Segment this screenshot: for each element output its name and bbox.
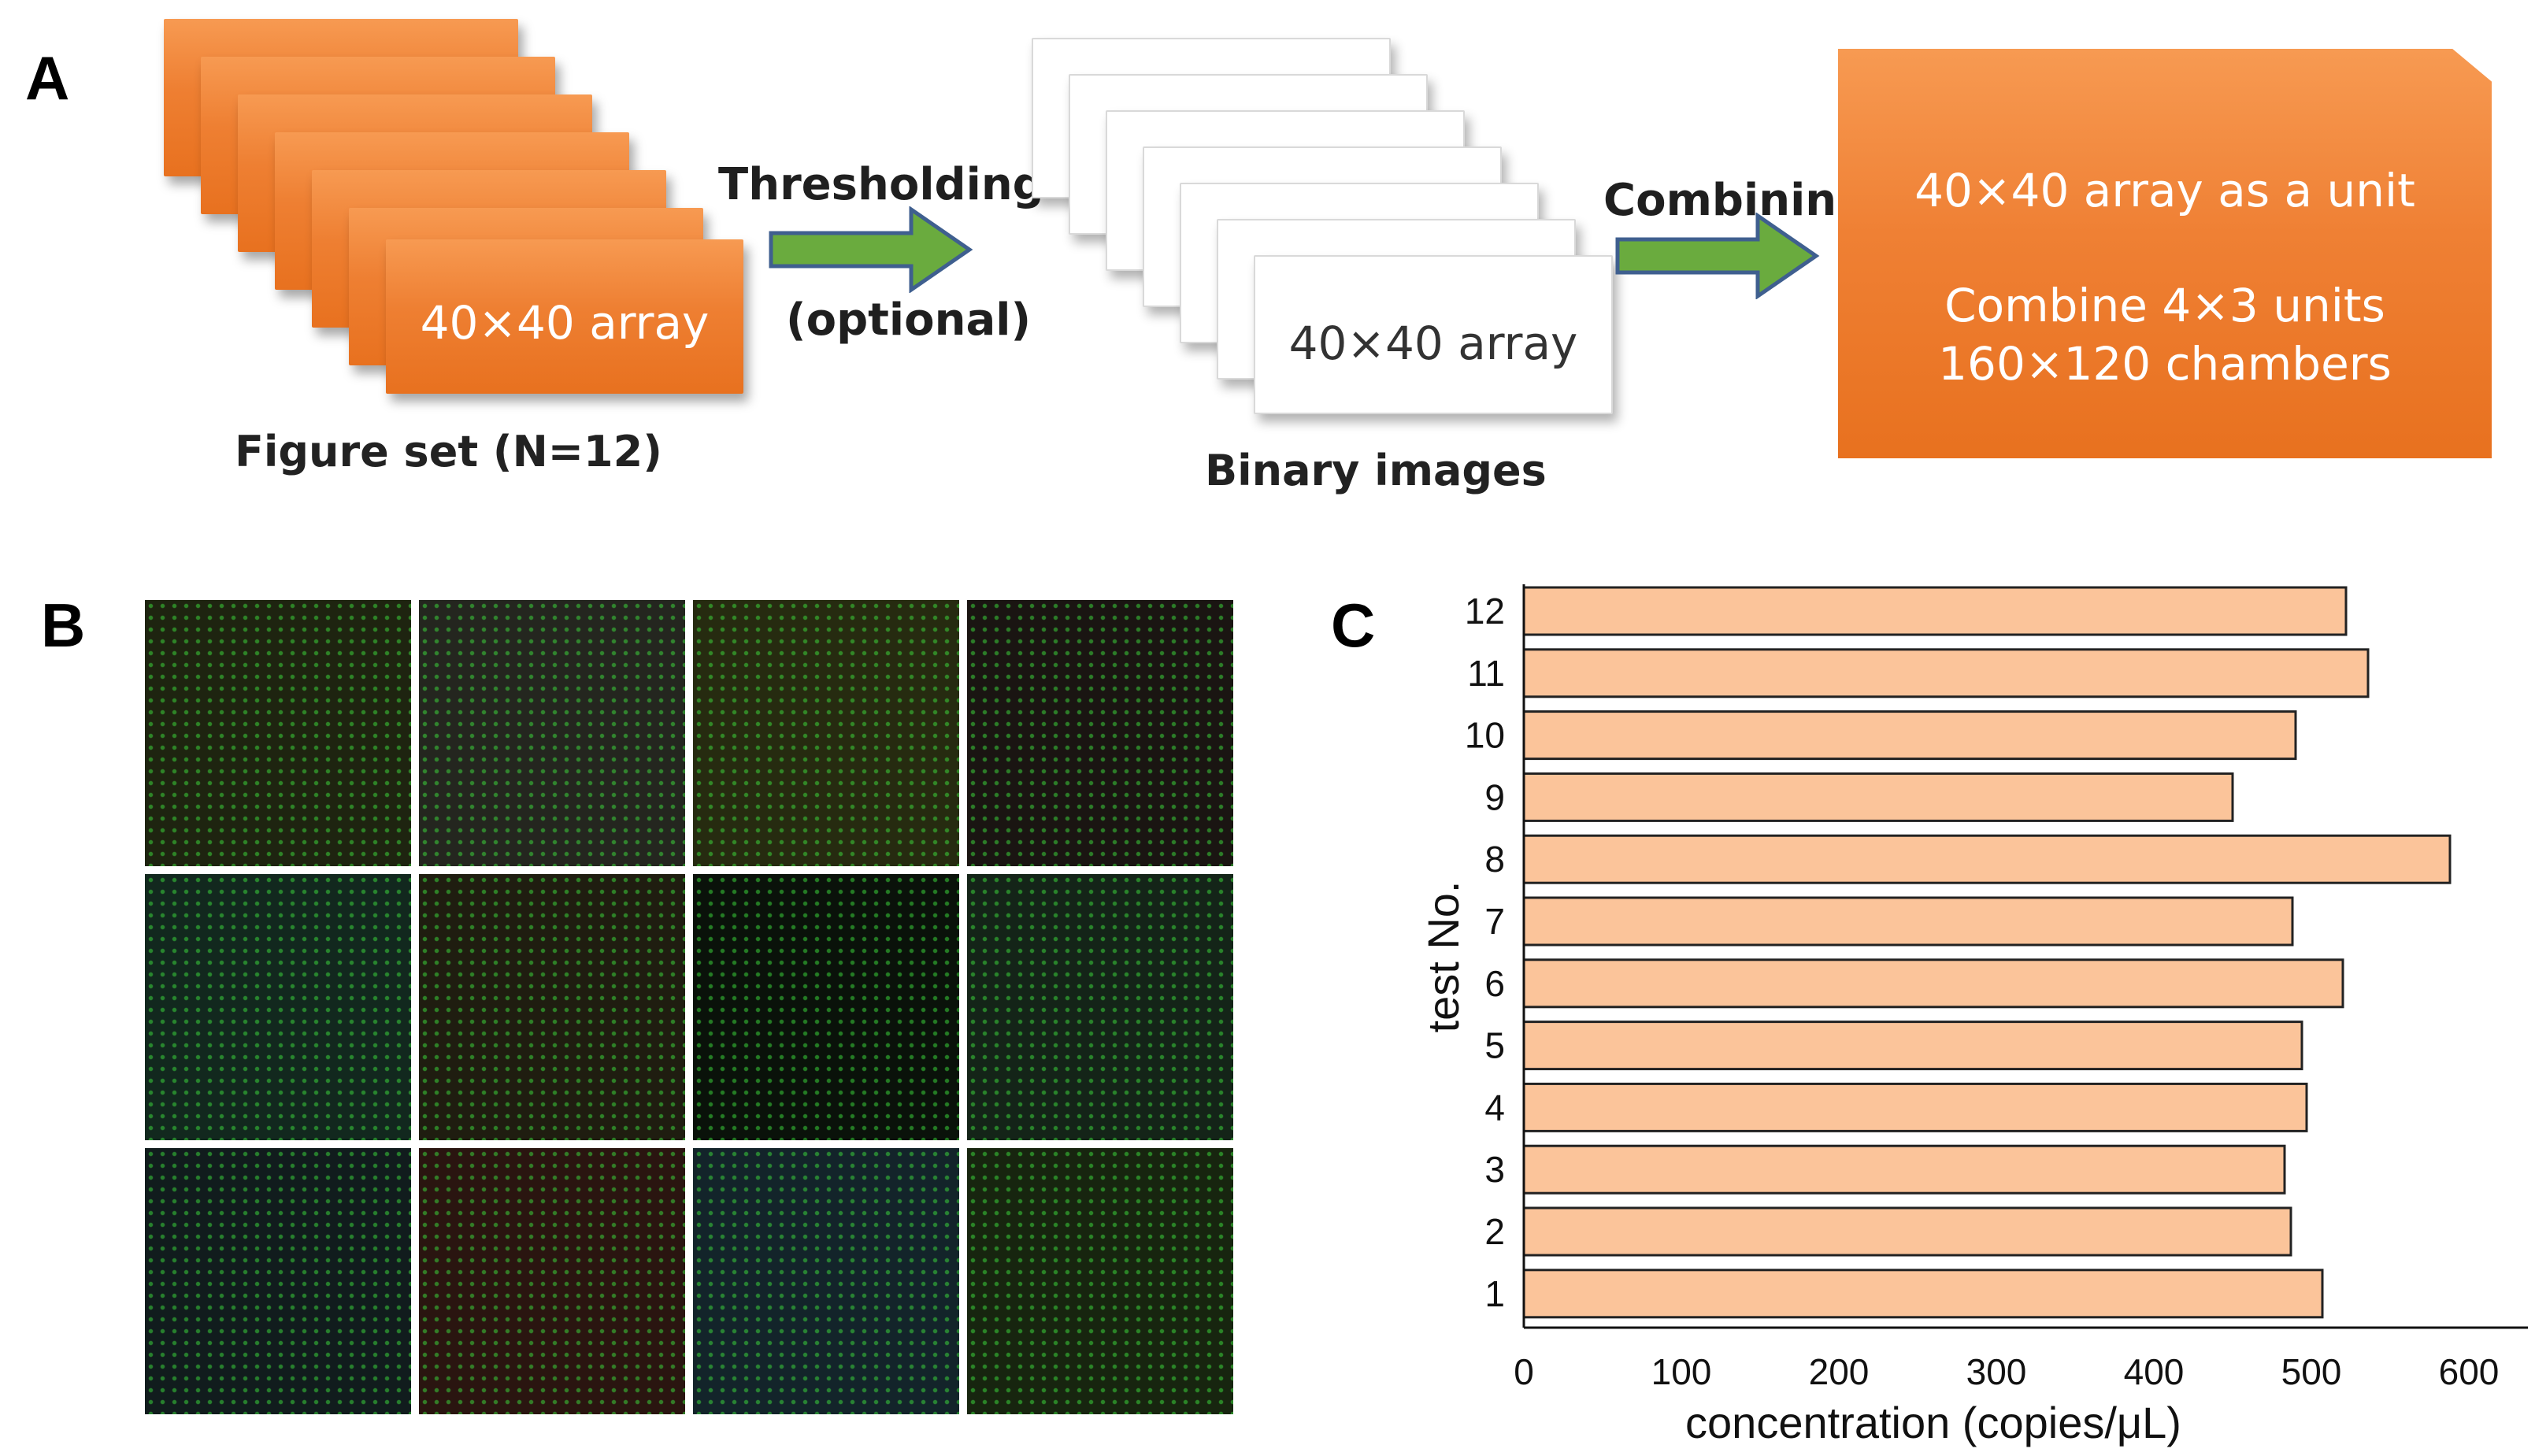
fluorescence-tile-1 bbox=[145, 600, 411, 866]
binary-images-caption: Binary images bbox=[1205, 446, 1547, 495]
figure-set-card-front: 40×40 array bbox=[386, 239, 743, 394]
binary-image-card-front: 40×40 array bbox=[1254, 255, 1613, 414]
y-tick-label: 1 bbox=[1484, 1273, 1505, 1314]
figure-set-caption: Figure set (N=12) bbox=[235, 427, 662, 476]
fluorescence-dots bbox=[693, 600, 959, 866]
combining-label: Combining bbox=[1603, 175, 1869, 226]
y-tick-label: 2 bbox=[1484, 1211, 1505, 1252]
x-tick-label: 0 bbox=[1514, 1351, 1534, 1392]
bar-test-4 bbox=[1522, 1082, 2308, 1132]
fluorescence-dots bbox=[967, 1148, 1233, 1414]
x-tick-label: 200 bbox=[1809, 1351, 1870, 1392]
y-tick-label: 4 bbox=[1484, 1087, 1505, 1128]
thresholding-arrow bbox=[769, 206, 973, 293]
y-tick-label: 3 bbox=[1484, 1149, 1505, 1190]
fluorescence-image-grid bbox=[145, 600, 1235, 1414]
fluorescence-tile-4 bbox=[967, 600, 1233, 866]
x-tick-label: 600 bbox=[2439, 1351, 2500, 1392]
combining-arrow bbox=[1615, 213, 1820, 299]
x-tick-label: 400 bbox=[2124, 1351, 2185, 1392]
y-tick-label: 5 bbox=[1484, 1025, 1505, 1066]
fluorescence-dots bbox=[145, 874, 411, 1140]
fluorescence-tile-11 bbox=[693, 1148, 959, 1414]
bar-test-9 bbox=[1522, 772, 2234, 822]
y-tick-label: 11 bbox=[1467, 653, 1505, 694]
fluorescence-tile-2 bbox=[419, 600, 685, 866]
thresholding-label: Thresholding bbox=[718, 159, 1044, 210]
bar-test-5 bbox=[1522, 1021, 2303, 1071]
fluorescence-dots bbox=[693, 1148, 959, 1414]
bar-test-1 bbox=[1522, 1269, 2324, 1319]
fluorescence-dots bbox=[967, 600, 1233, 866]
bar-test-10 bbox=[1522, 710, 2297, 761]
unit-text-line-3: 160×120 chambers bbox=[1938, 337, 2392, 391]
y-tick-label: 7 bbox=[1484, 901, 1505, 942]
unit-text-line-2: Combine 4×3 units bbox=[1944, 279, 2385, 332]
y-tick-label: 6 bbox=[1484, 963, 1505, 1004]
bar-test-3 bbox=[1522, 1144, 2286, 1195]
panel-label-b: B bbox=[41, 591, 86, 660]
binary-image-card-label: 40×40 array bbox=[1288, 317, 1578, 370]
x-axis-title: concentration (copies/μL) bbox=[1685, 1398, 2181, 1447]
x-tick-label: 300 bbox=[1966, 1351, 2027, 1392]
fluorescence-tile-10 bbox=[419, 1148, 685, 1414]
fluorescence-tile-7 bbox=[693, 874, 959, 1140]
fluorescence-tile-12 bbox=[967, 1148, 1233, 1414]
bar-test-12 bbox=[1522, 586, 2348, 636]
fluorescence-tile-5 bbox=[145, 874, 411, 1140]
fluorescence-dots bbox=[145, 600, 411, 866]
panel-label-a: A bbox=[25, 43, 70, 113]
fluorescence-dots bbox=[145, 1148, 411, 1414]
bar-test-8 bbox=[1522, 834, 2452, 884]
fluorescence-tile-9 bbox=[145, 1148, 411, 1414]
y-axis-title: test No. bbox=[1418, 881, 1468, 1033]
x-tick-label: 100 bbox=[1651, 1351, 1712, 1392]
fluorescence-tile-6 bbox=[419, 874, 685, 1140]
x-tick-label: 500 bbox=[2281, 1351, 2342, 1392]
fluorescence-dots bbox=[419, 1148, 685, 1414]
bar-test-7 bbox=[1522, 896, 2294, 947]
fluorescence-dots bbox=[967, 874, 1233, 1140]
fluorescence-tile-3 bbox=[693, 600, 959, 866]
unit-text-line-1: 40×40 array as a unit bbox=[1914, 164, 2415, 217]
fluorescence-dots bbox=[693, 874, 959, 1140]
fluorescence-tile-8 bbox=[967, 874, 1233, 1140]
bar-test-2 bbox=[1522, 1206, 2292, 1257]
y-tick-label: 8 bbox=[1484, 839, 1505, 880]
fluorescence-dots bbox=[419, 600, 685, 866]
y-tick-label: 10 bbox=[1465, 715, 1505, 756]
bar-test-11 bbox=[1522, 648, 2370, 698]
panel-label-c: C bbox=[1331, 591, 1376, 660]
y-tick-label: 9 bbox=[1484, 776, 1505, 817]
bar-test-6 bbox=[1522, 958, 2344, 1009]
y-tick-label: 12 bbox=[1465, 591, 1505, 632]
combined-unit-box: 40×40 array as a unit Combine 4×3 units … bbox=[1838, 49, 2492, 458]
fluorescence-dots bbox=[419, 874, 685, 1140]
figure-set-card-label: 40×40 array bbox=[420, 296, 710, 350]
optional-label: (optional) bbox=[786, 295, 1032, 346]
